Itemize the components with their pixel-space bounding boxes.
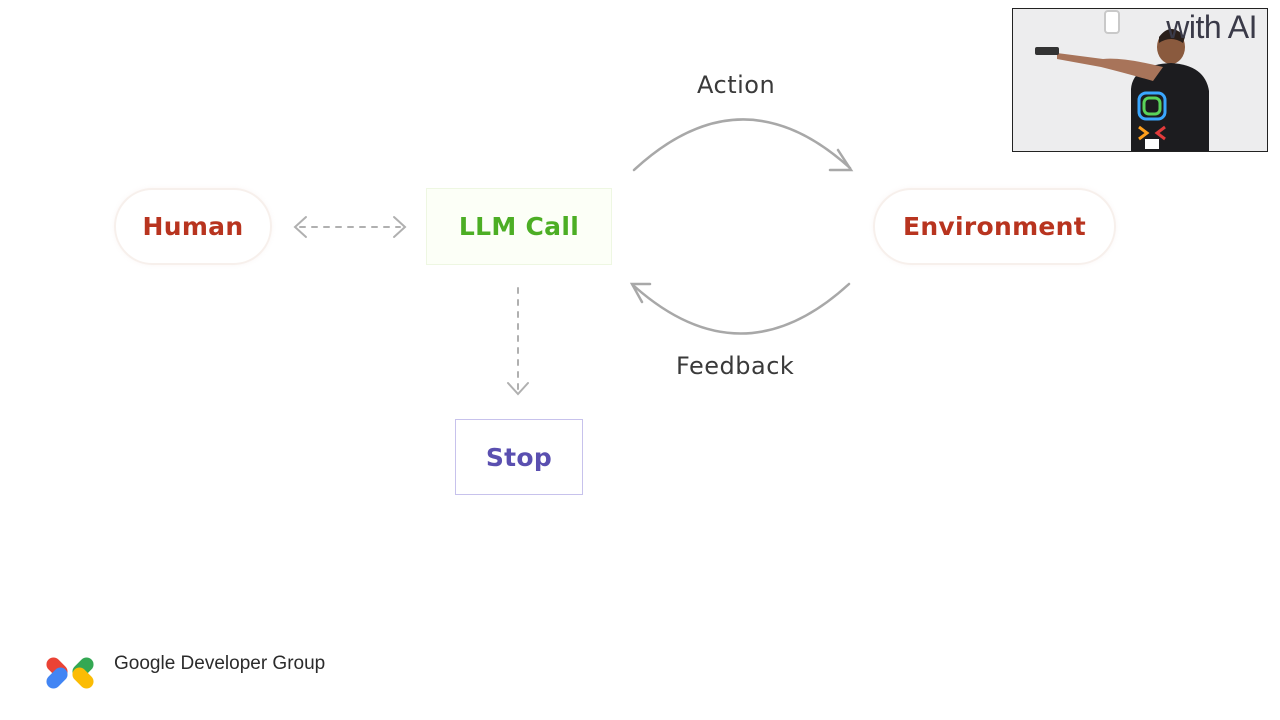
environment-node: Environment (873, 188, 1116, 265)
action-arrow (632, 118, 854, 172)
feedback-arrow (629, 282, 851, 335)
speaker-figure (1035, 29, 1209, 151)
stop-label: Stop (485, 442, 553, 472)
action-label: Action (697, 71, 776, 99)
speaker-video-backdrop-text: with AI (1166, 9, 1257, 45)
speaker-video: with AI (1012, 8, 1268, 152)
speaker-video-frame (1013, 9, 1267, 151)
llm-call-node: LLM Call (426, 188, 612, 265)
llm-call-label: LLM Call (458, 212, 580, 241)
gdg-name: Google Developer Group (114, 653, 326, 674)
gdg-logo-icon (46, 657, 94, 689)
feedback-label: Feedback (676, 352, 795, 380)
human-node: Human (114, 188, 272, 265)
llm-stop-arrow (507, 287, 529, 396)
stop-node: Stop (455, 419, 583, 495)
environment-label: Environment (902, 212, 1087, 241)
human-llm-arrow (293, 216, 407, 238)
gdg-branding: Google Developer Group (40, 652, 325, 692)
human-label: Human (142, 212, 244, 241)
